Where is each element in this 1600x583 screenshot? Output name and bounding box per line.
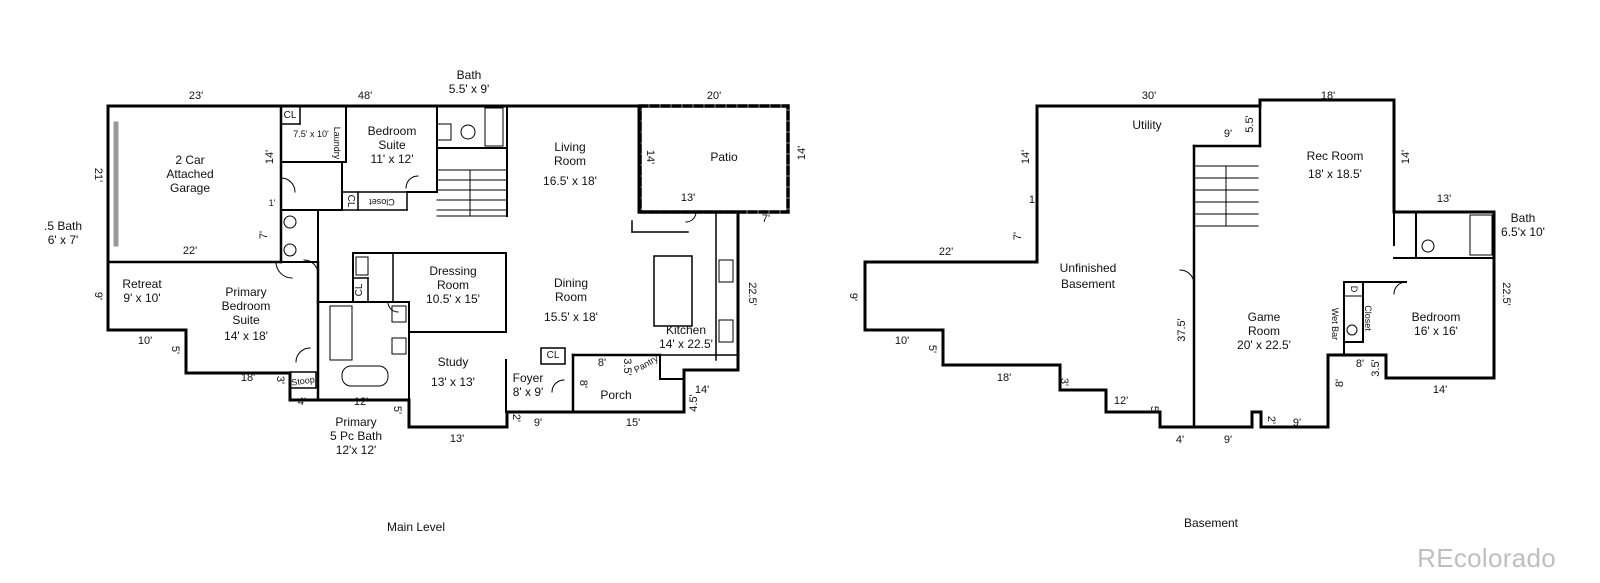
basement-outer-wall bbox=[863, 98, 1496, 429]
dim-label: 3' bbox=[274, 375, 286, 385]
laundry-size-label: 7.5' x 10' bbox=[293, 129, 329, 139]
dim-label: 22' bbox=[182, 245, 198, 257]
dim-label: 18' bbox=[240, 372, 256, 384]
porch-label: Porch bbox=[600, 388, 632, 402]
dim-label: 8' bbox=[597, 357, 607, 369]
utility-label: Utility bbox=[1132, 118, 1162, 132]
dim-label: 7' bbox=[258, 230, 270, 240]
dim-label: 7' bbox=[761, 213, 771, 225]
dim-label: 5' bbox=[391, 405, 403, 415]
dim-label: 3.5' bbox=[621, 358, 633, 376]
main-level-caption: Main Level bbox=[386, 520, 446, 534]
dim-label: 14' bbox=[1432, 384, 1448, 396]
dim-label: 9' bbox=[847, 292, 859, 302]
dim-label: 14' bbox=[264, 149, 276, 165]
dim-label: 5.5' bbox=[1244, 115, 1256, 133]
dim-label: 5' bbox=[926, 344, 938, 354]
wet-bar-label: Wet Bar bbox=[1330, 307, 1340, 341]
dim-label: 22.5' bbox=[1500, 282, 1512, 306]
dim-label: 13' bbox=[680, 192, 696, 204]
dim-label: 12' bbox=[353, 396, 369, 408]
dim-label: 14' bbox=[644, 149, 656, 165]
closet-cl-1: CL bbox=[283, 110, 297, 121]
dim-label: 9' bbox=[92, 291, 104, 301]
dim-label: 15' bbox=[625, 417, 641, 429]
dim-label: 8' bbox=[1334, 378, 1346, 388]
basement-caption: Basement bbox=[1183, 516, 1239, 530]
dim-label: 9' bbox=[1223, 434, 1233, 446]
dim-label: 37.5' bbox=[1176, 318, 1188, 342]
basement-closet-label: Closet bbox=[1363, 305, 1373, 331]
dim-label: 9' bbox=[1223, 128, 1233, 140]
dim-label: 14' bbox=[796, 145, 808, 161]
dim-label: 1' bbox=[1028, 194, 1038, 206]
dim-label: 5' bbox=[1148, 405, 1160, 415]
dim-label: 7' bbox=[1012, 231, 1024, 241]
dim-label: 18' bbox=[1320, 90, 1336, 102]
patio-label: Patio bbox=[710, 150, 738, 164]
dim-label: 20' bbox=[706, 90, 722, 102]
dim-label: 1' bbox=[268, 198, 276, 208]
dim-label: 8' bbox=[1355, 358, 1365, 370]
dim-label: 2' bbox=[1265, 415, 1277, 425]
closet-cl-3: CL bbox=[354, 283, 365, 297]
dim-label: 9' bbox=[1292, 417, 1302, 429]
dim-label: 10' bbox=[894, 335, 910, 347]
dim-label: 3' bbox=[1058, 377, 1070, 387]
dim-label: 5' bbox=[169, 345, 181, 355]
dim-label: 13' bbox=[449, 433, 465, 445]
dim-label: 22' bbox=[938, 246, 954, 258]
laundry-label: Laundry bbox=[332, 126, 342, 160]
dim-label: 4.5' bbox=[688, 394, 700, 412]
dim-label: 14' bbox=[694, 384, 710, 396]
dim-label: 48' bbox=[357, 90, 373, 102]
closet-label: Closet bbox=[369, 197, 395, 207]
dim-label: 21' bbox=[92, 167, 104, 183]
dim-label: 14' bbox=[1400, 149, 1412, 165]
dim-label: 2' bbox=[510, 413, 522, 423]
closet-cl-4: CL bbox=[546, 350, 560, 361]
dim-label: 12' bbox=[1113, 395, 1129, 407]
dim-label: 3.5' bbox=[1370, 359, 1382, 377]
closet-cl-2: CL bbox=[345, 194, 356, 208]
dim-label: 23' bbox=[188, 90, 204, 102]
dim-label: 30' bbox=[1141, 90, 1157, 102]
dim-label: 14' bbox=[1020, 149, 1032, 165]
dim-label: 13' bbox=[1436, 193, 1452, 205]
dim-label: 18' bbox=[996, 372, 1012, 384]
dim-label: 4' bbox=[297, 396, 307, 408]
dim-label: 9' bbox=[533, 417, 543, 429]
dim-label: 22.5' bbox=[746, 282, 758, 306]
dim-label: 10' bbox=[137, 335, 153, 347]
d-label: D bbox=[1349, 285, 1359, 293]
dim-label: 8' bbox=[577, 379, 589, 389]
watermark-logo: REcolorado bbox=[1417, 543, 1556, 573]
dim-label: 4' bbox=[1175, 434, 1185, 446]
